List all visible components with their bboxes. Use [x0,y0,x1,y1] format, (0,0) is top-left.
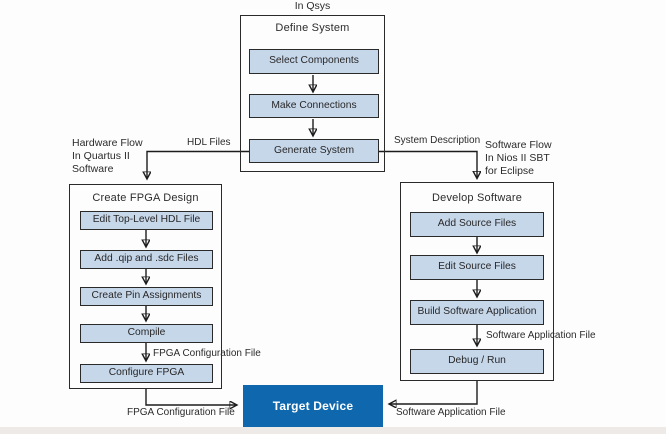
software-flow-label-line2: In Nios II SBT [485,152,550,164]
step-add-qip-sdc-files: Add .qip and .sdc Files [80,250,213,269]
edge-label-software-application-file-output: Software Application File [396,407,506,418]
create-fpga-design-box [69,184,222,389]
edge-label-system-description: System Description [394,135,481,146]
step-make-connections: Make Connections [249,94,379,118]
software-flow-label-line1: Software Flow [485,139,552,151]
edge-label-hdl-files: HDL Files [187,137,231,148]
edge-label-fpga-configuration-file-inner: FPGA Configuration File [153,348,261,359]
step-compile: Compile [80,324,213,343]
step-configure-fpga: Configure FPGA [80,364,213,383]
create-fpga-design-title: Create FPGA Design [92,192,199,204]
define-system-title: Define System [275,22,350,34]
edge-label-fpga-configuration-file-output: FPGA Configuration File [127,407,235,418]
hardware-flow-label: Hardware Flow In Quartus II Software [72,137,143,176]
arrow-sw-app-to-target [390,381,478,404]
step-edit-top-level-hdl-file: Edit Top-Level HDL File [80,211,213,230]
arrow-hdl-files [147,150,249,179]
edge-label-software-application-file-inner: Software Application File [486,330,596,341]
arrow-fpga-config-to-target [145,389,236,405]
hardware-flow-label-line2: In Quartus II [72,150,130,162]
software-flow-label: Software Flow In Nios II SBT for Eclipse [485,139,552,178]
step-build-software-application: Build Software Application [410,300,544,325]
target-device-box: Target Device [243,385,383,427]
step-select-components: Select Components [249,49,379,74]
step-debug-run: Debug / Run [410,349,544,374]
develop-software-title: Develop Software [431,192,523,204]
step-add-source-files: Add Source Files [410,212,544,237]
page-edge-strip [0,427,666,434]
step-generate-system: Generate System [249,139,379,163]
develop-software-box [400,182,554,381]
in-qsys-label: In Qsys [294,0,331,12]
step-edit-source-files: Edit Source Files [410,255,544,280]
hardware-flow-label-line3: Software [72,163,114,175]
software-flow-label-line3: for Eclipse [485,165,535,177]
arrow-system-description [379,150,477,178]
hardware-flow-label-line1: Hardware Flow [72,137,143,149]
step-create-pin-assignments: Create Pin Assignments [80,287,213,306]
define-system-box [240,15,385,172]
